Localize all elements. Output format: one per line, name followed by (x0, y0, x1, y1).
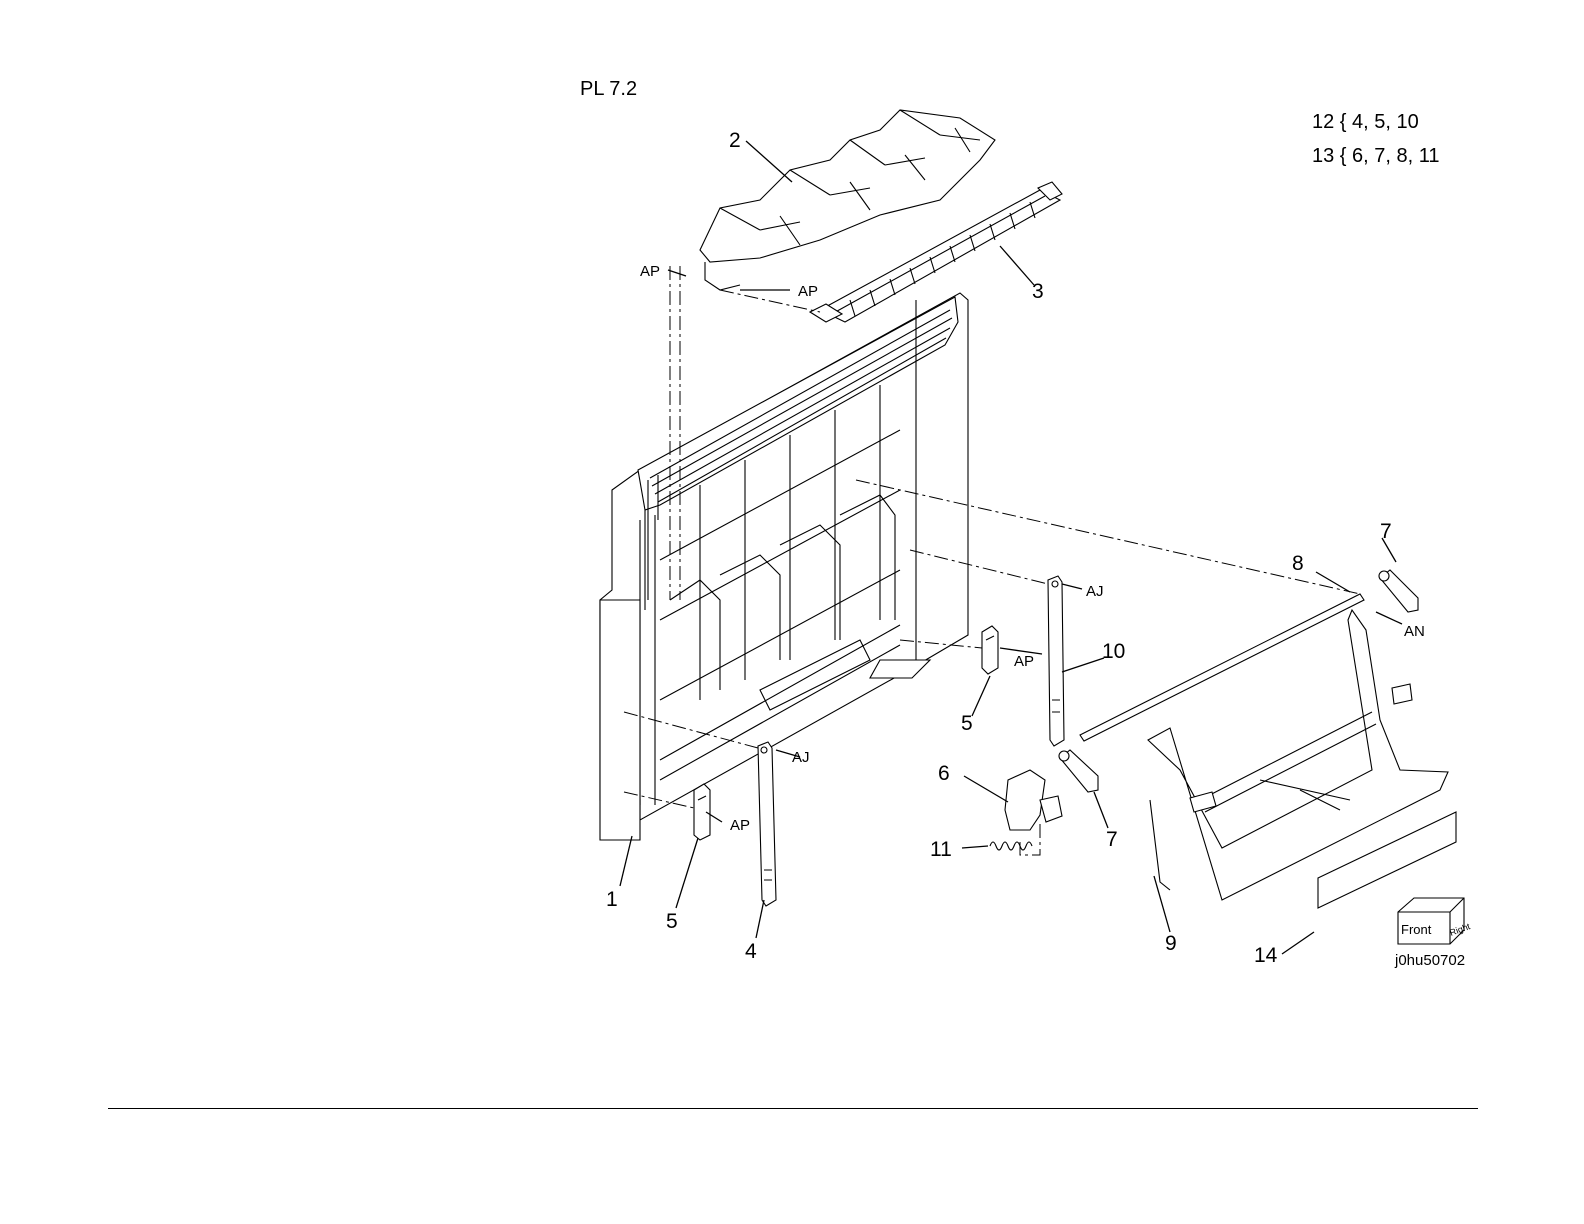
part-8-shaft (1080, 594, 1364, 741)
part-11-spring (990, 842, 1032, 850)
callout-5-left: 5 (666, 910, 678, 933)
tag-an: AN (1404, 623, 1425, 640)
part-10-link (1048, 576, 1064, 746)
callout-2: 2 (729, 129, 741, 152)
callout-8: 8 (1292, 552, 1304, 575)
tag-ap-left: AP (730, 817, 750, 834)
callout-9: 9 (1165, 932, 1177, 955)
orientation-cube: Front Right (1398, 898, 1472, 944)
part-5-clip-left (694, 784, 710, 840)
part-6-block (1005, 770, 1062, 830)
tag-ap-top-left: AP (640, 263, 660, 280)
callout-1: 1 (606, 888, 618, 911)
page-title: PL 7.2 (580, 78, 637, 101)
callout-6: 6 (938, 762, 950, 785)
legend-row: 12 { 4, 5, 10 (1312, 105, 1440, 139)
part-1-frame (600, 293, 968, 840)
tag-ap-top: AP (798, 283, 818, 300)
tag-aj-left: AJ (792, 749, 810, 766)
tag-aj-right: AJ (1086, 583, 1104, 600)
part-2-top-guide (700, 110, 995, 290)
callout-5-right: 5 (961, 712, 973, 735)
part-5-clip-right (982, 626, 998, 674)
part-7-lever-lower (1059, 750, 1098, 792)
part-4-link (758, 742, 776, 906)
callout-11: 11 (930, 838, 952, 861)
footer-rule (108, 1108, 1478, 1109)
assembly-legend: 12 { 4, 5, 10 13 { 6, 7, 8, 11 (1312, 105, 1440, 173)
image-reference: j0hu50702 (1395, 952, 1465, 969)
callout-7-lower: 7 (1106, 828, 1118, 851)
legend-row: 13 { 6, 7, 8, 11 (1312, 139, 1440, 173)
callout-14: 14 (1254, 944, 1278, 967)
cube-front-label: Front (1401, 922, 1432, 937)
tag-ap-right: AP (1014, 653, 1034, 670)
callout-10: 10 (1102, 640, 1125, 663)
part-7-lever-upper (1379, 570, 1418, 612)
callout-7-upper: 7 (1380, 520, 1392, 543)
callout-3: 3 (1032, 280, 1044, 303)
callout-4: 4 (745, 940, 757, 963)
